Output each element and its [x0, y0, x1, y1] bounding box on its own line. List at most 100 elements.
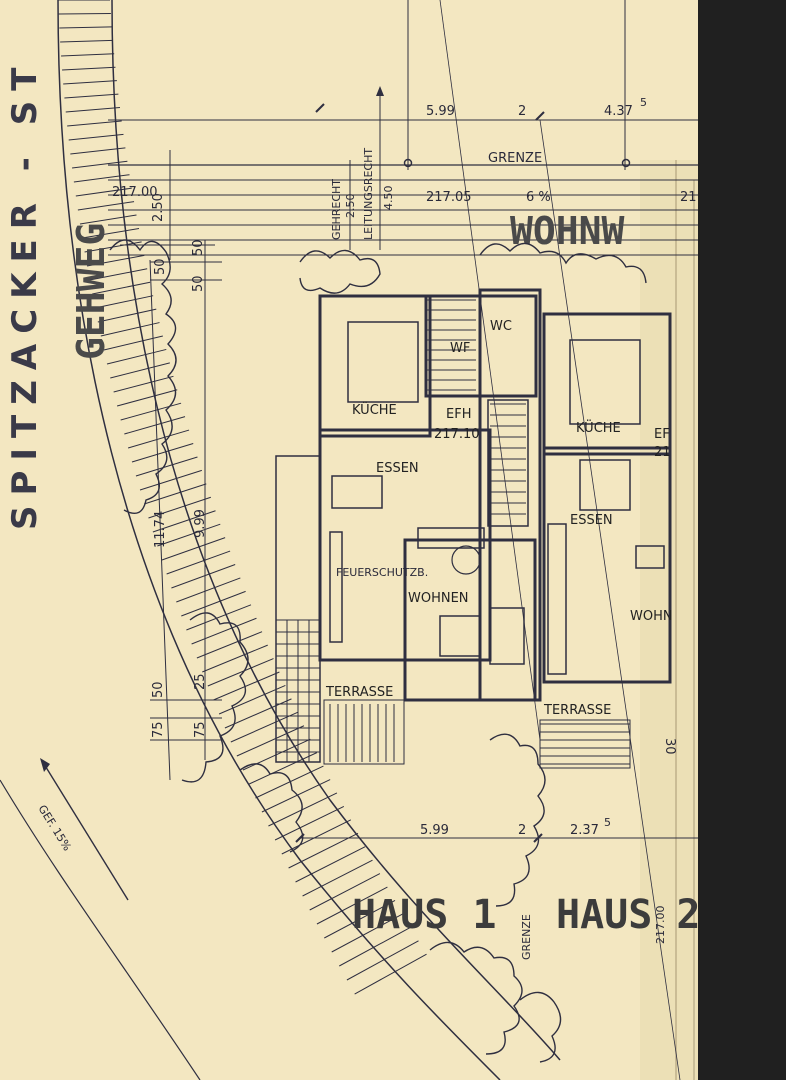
hatch-line [176, 577, 241, 603]
hatch-line [202, 644, 268, 673]
haus1-essen: ESSEN [376, 461, 419, 476]
hatch-line [97, 308, 157, 323]
hatch-line [131, 443, 194, 463]
hatch-line [196, 631, 263, 659]
haus1-wf: WF [450, 341, 470, 356]
hatch-line [274, 805, 345, 841]
hatch-line [346, 940, 419, 981]
hatch-line [70, 147, 126, 155]
elevation-mid: 217.05 [426, 190, 472, 205]
hatch-line [58, 12, 111, 15]
landscaping [109, 239, 647, 1063]
hatch-line [106, 348, 167, 365]
hatch-line [331, 913, 403, 953]
hatch-line [139, 469, 202, 491]
hatch-line [288, 832, 359, 869]
wohnweg-stamp: WOHNW [510, 209, 625, 253]
haus2-essen: ESSEN [570, 513, 613, 528]
gehrecht-label: GEHRECHT [330, 179, 343, 240]
hatch-line [207, 658, 274, 687]
gehrecht-dim: 2.50 [344, 194, 357, 219]
dim-left-1174: 11.74 [153, 511, 168, 548]
haus2-efh-label: EF [654, 427, 670, 442]
gehweg-stamp: GEHWEG [69, 223, 113, 360]
dim-bottom-right-sup: 5 [604, 816, 611, 829]
hatch-line [213, 671, 280, 701]
hatch-line [94, 295, 154, 309]
hatch-line [73, 174, 130, 183]
haus1-efh-value: 217.10 [434, 427, 480, 442]
hatch-line [354, 953, 427, 995]
hatch-line [281, 819, 352, 855]
hatch-line [255, 765, 324, 799]
hatch-line [64, 93, 119, 99]
haus1-plan [275, 288, 542, 765]
elevation-left: 217.00 [112, 185, 158, 200]
slope-label: 6 % [526, 190, 551, 205]
hatch-line [268, 792, 338, 827]
street-band [0, 0, 561, 1080]
dim-left-25: 25 [193, 673, 208, 690]
haus2-terrasse: TERRASSE [543, 703, 611, 718]
leitungsrecht-label: LEITUNGSRECHT [362, 148, 375, 240]
haus2-wohnen: WOHN [630, 609, 673, 624]
hatch-line [309, 873, 381, 911]
haus2-plan [539, 312, 672, 769]
haus1-kueche: KÜCHE [352, 401, 397, 418]
leitungsrecht-dim: 4.50 [382, 186, 395, 211]
hatch-line [75, 187, 132, 197]
hatch-line [71, 160, 128, 169]
hatch-line [191, 617, 257, 645]
dim-left-50c: 50 [191, 275, 206, 292]
hatch-line [171, 564, 236, 589]
hatch-line [82, 227, 140, 239]
hatch-line [63, 80, 117, 85]
grenze-bottom-label: GRENZE [520, 914, 533, 960]
dim-left-50a: 50 [191, 239, 206, 256]
hatch-line [166, 550, 231, 575]
haus1-stamp: HAUS 1 [352, 892, 497, 938]
hatch-line [161, 537, 226, 561]
dim-top-mid: 2 [518, 104, 526, 119]
dim-left-50b: 50 [153, 258, 168, 275]
haus2-stamp: HAUS 2 [556, 892, 701, 938]
dim-bottom-left: 5.99 [420, 823, 449, 838]
hatch-line [60, 39, 113, 43]
hatch-line [186, 604, 252, 631]
dim-top-left: 5.99 [426, 104, 455, 119]
hatch-line [144, 483, 207, 505]
hatch-line [261, 779, 331, 813]
hatch-line [127, 429, 190, 449]
hatch-line [62, 66, 116, 71]
hatch-line [100, 322, 160, 337]
hatch-line [89, 268, 148, 281]
hatch-line [65, 107, 121, 113]
hatch-line [68, 133, 124, 141]
hatch-line [316, 886, 388, 925]
street-name: SPITZACKER - ST [5, 58, 45, 530]
dim-left-75b: 75 [193, 721, 208, 738]
dim-bottom-right: 2.37 [570, 823, 599, 838]
hatch-line [92, 281, 151, 295]
elevation-bottom: 217.00 [654, 906, 667, 945]
haus1-efh-label: EFH [446, 407, 471, 422]
hatch-line [86, 254, 145, 267]
dim-left-50d: 50 [151, 681, 166, 698]
dark-margin [690, 0, 786, 1080]
haus1-feuerschutz: FEUERSCHUTZB. [336, 566, 428, 579]
haus1-wc: WC [490, 319, 512, 334]
hatch-line [67, 120, 122, 127]
dim-left-250: 2.50 [151, 193, 166, 222]
dim-top-right-sup: 5 [640, 96, 647, 109]
hatch-line [113, 375, 174, 393]
hatch-line [79, 214, 137, 225]
haus1-wohnen: WOHNEN [408, 591, 469, 606]
dim-top-right: 4.37 [604, 104, 633, 119]
hatch-line [236, 725, 305, 757]
haus2-kueche: KÜCHE [576, 419, 621, 436]
dim-bottom-mid: 2 [518, 823, 526, 838]
hatch-line [218, 684, 286, 715]
hatch-line [295, 846, 366, 883]
hatch-line [61, 53, 115, 57]
